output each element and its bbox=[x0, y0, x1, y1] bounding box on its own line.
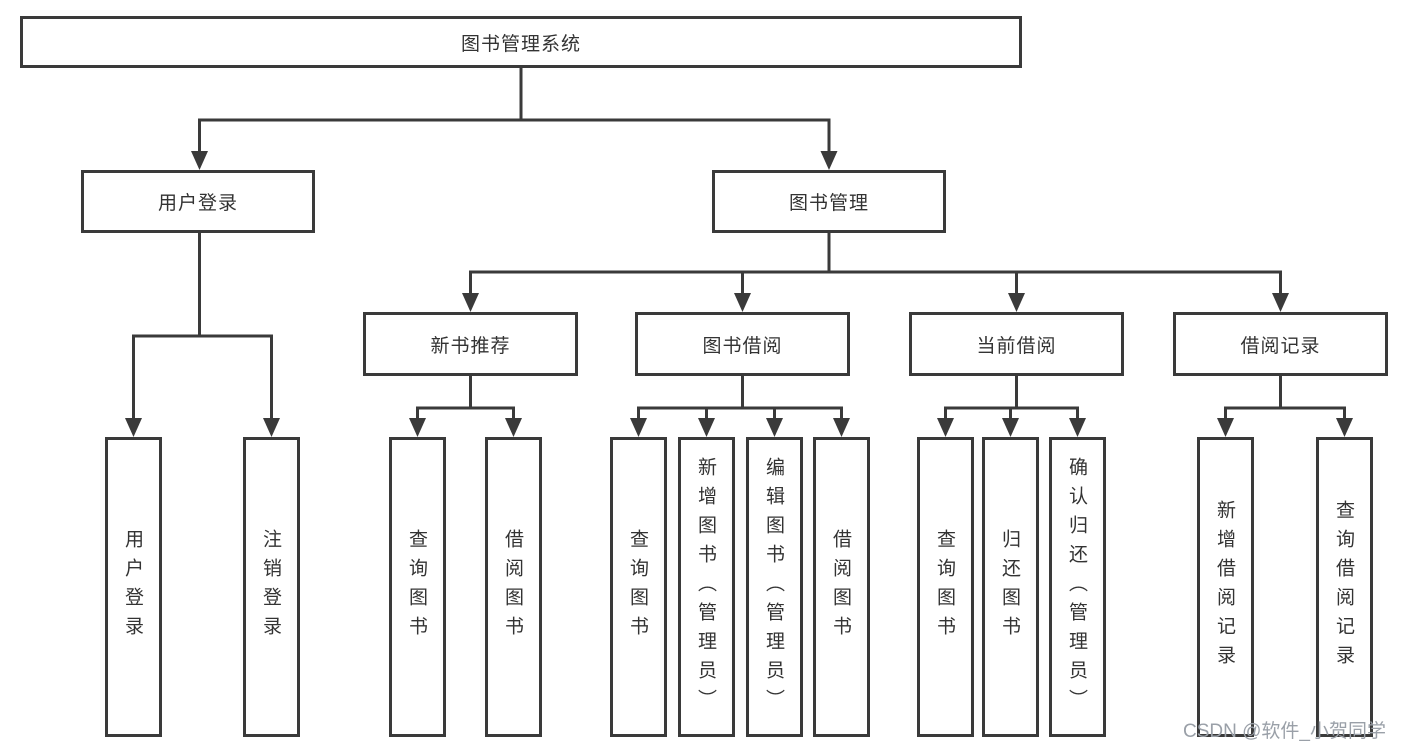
node-book-borrow: 图书借阅 bbox=[635, 312, 850, 376]
watermark-text: CSDN @软件_小贺同学 bbox=[1183, 721, 1386, 742]
node-root: 图书管理系统 bbox=[20, 16, 1022, 68]
leaf-query-books-current: 查询图书 bbox=[917, 437, 974, 737]
leaf-borrow-books-recommend: 借阅图书 bbox=[485, 437, 542, 737]
node-new-book-recommend: 新书推荐 bbox=[363, 312, 578, 376]
leaf-add-borrow-record: 新增借阅记录 bbox=[1197, 437, 1254, 737]
node-borrow-record: 借阅记录 bbox=[1173, 312, 1388, 376]
node-user-login: 用户登录 bbox=[81, 170, 315, 233]
leaf-query-borrow-record: 查询借阅记录 bbox=[1316, 437, 1373, 737]
leaf-confirm-return-admin: 确认归还（管理员） bbox=[1049, 437, 1106, 737]
leaf-borrow-books-borrow: 借阅图书 bbox=[813, 437, 870, 737]
leaf-logout-login: 注销登录 bbox=[243, 437, 300, 737]
leaf-add-books-admin: 新增图书（管理员） bbox=[678, 437, 735, 737]
node-current-borrow: 当前借阅 bbox=[909, 312, 1124, 376]
leaf-edit-books-admin: 编辑图书（管理员） bbox=[746, 437, 803, 737]
leaf-query-books-borrow: 查询图书 bbox=[610, 437, 667, 737]
leaf-query-books-recommend: 查询图书 bbox=[389, 437, 446, 737]
node-book-management: 图书管理 bbox=[712, 170, 946, 233]
leaf-return-books: 归还图书 bbox=[982, 437, 1039, 737]
arrowheads bbox=[125, 151, 1353, 437]
leaf-user-login: 用户登录 bbox=[105, 437, 162, 737]
